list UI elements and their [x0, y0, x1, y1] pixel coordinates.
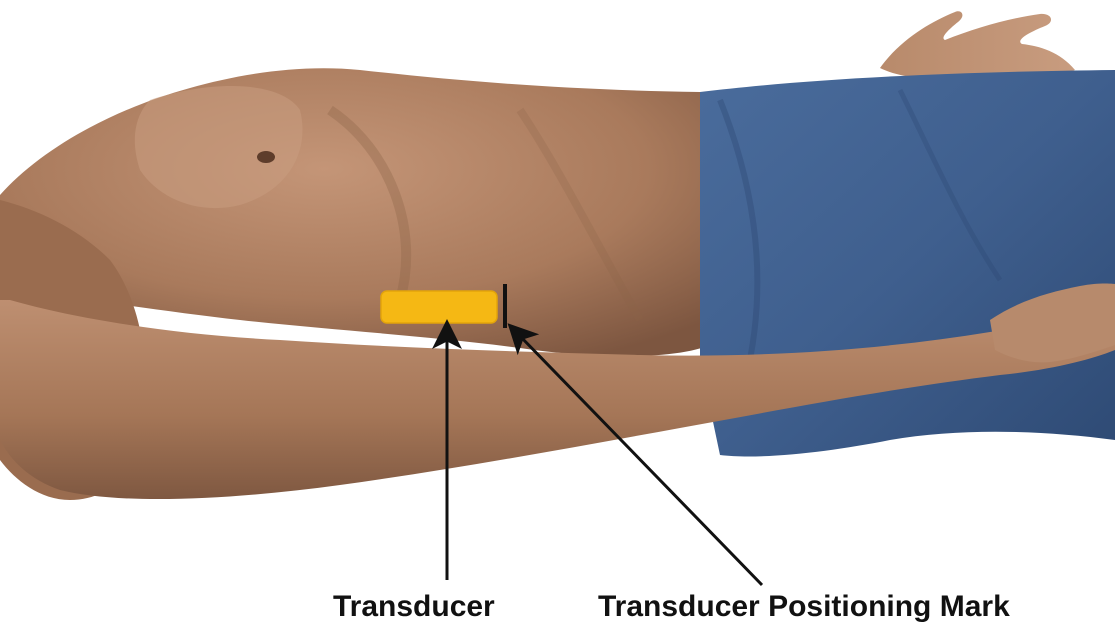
transducer-probe	[381, 291, 497, 323]
far-hand	[880, 11, 1075, 80]
transducer-label: Transducer	[333, 592, 495, 622]
nipple	[257, 151, 275, 163]
positioning-mark	[503, 284, 507, 328]
positioning-mark-label: Transducer Positioning Mark	[598, 592, 1010, 622]
